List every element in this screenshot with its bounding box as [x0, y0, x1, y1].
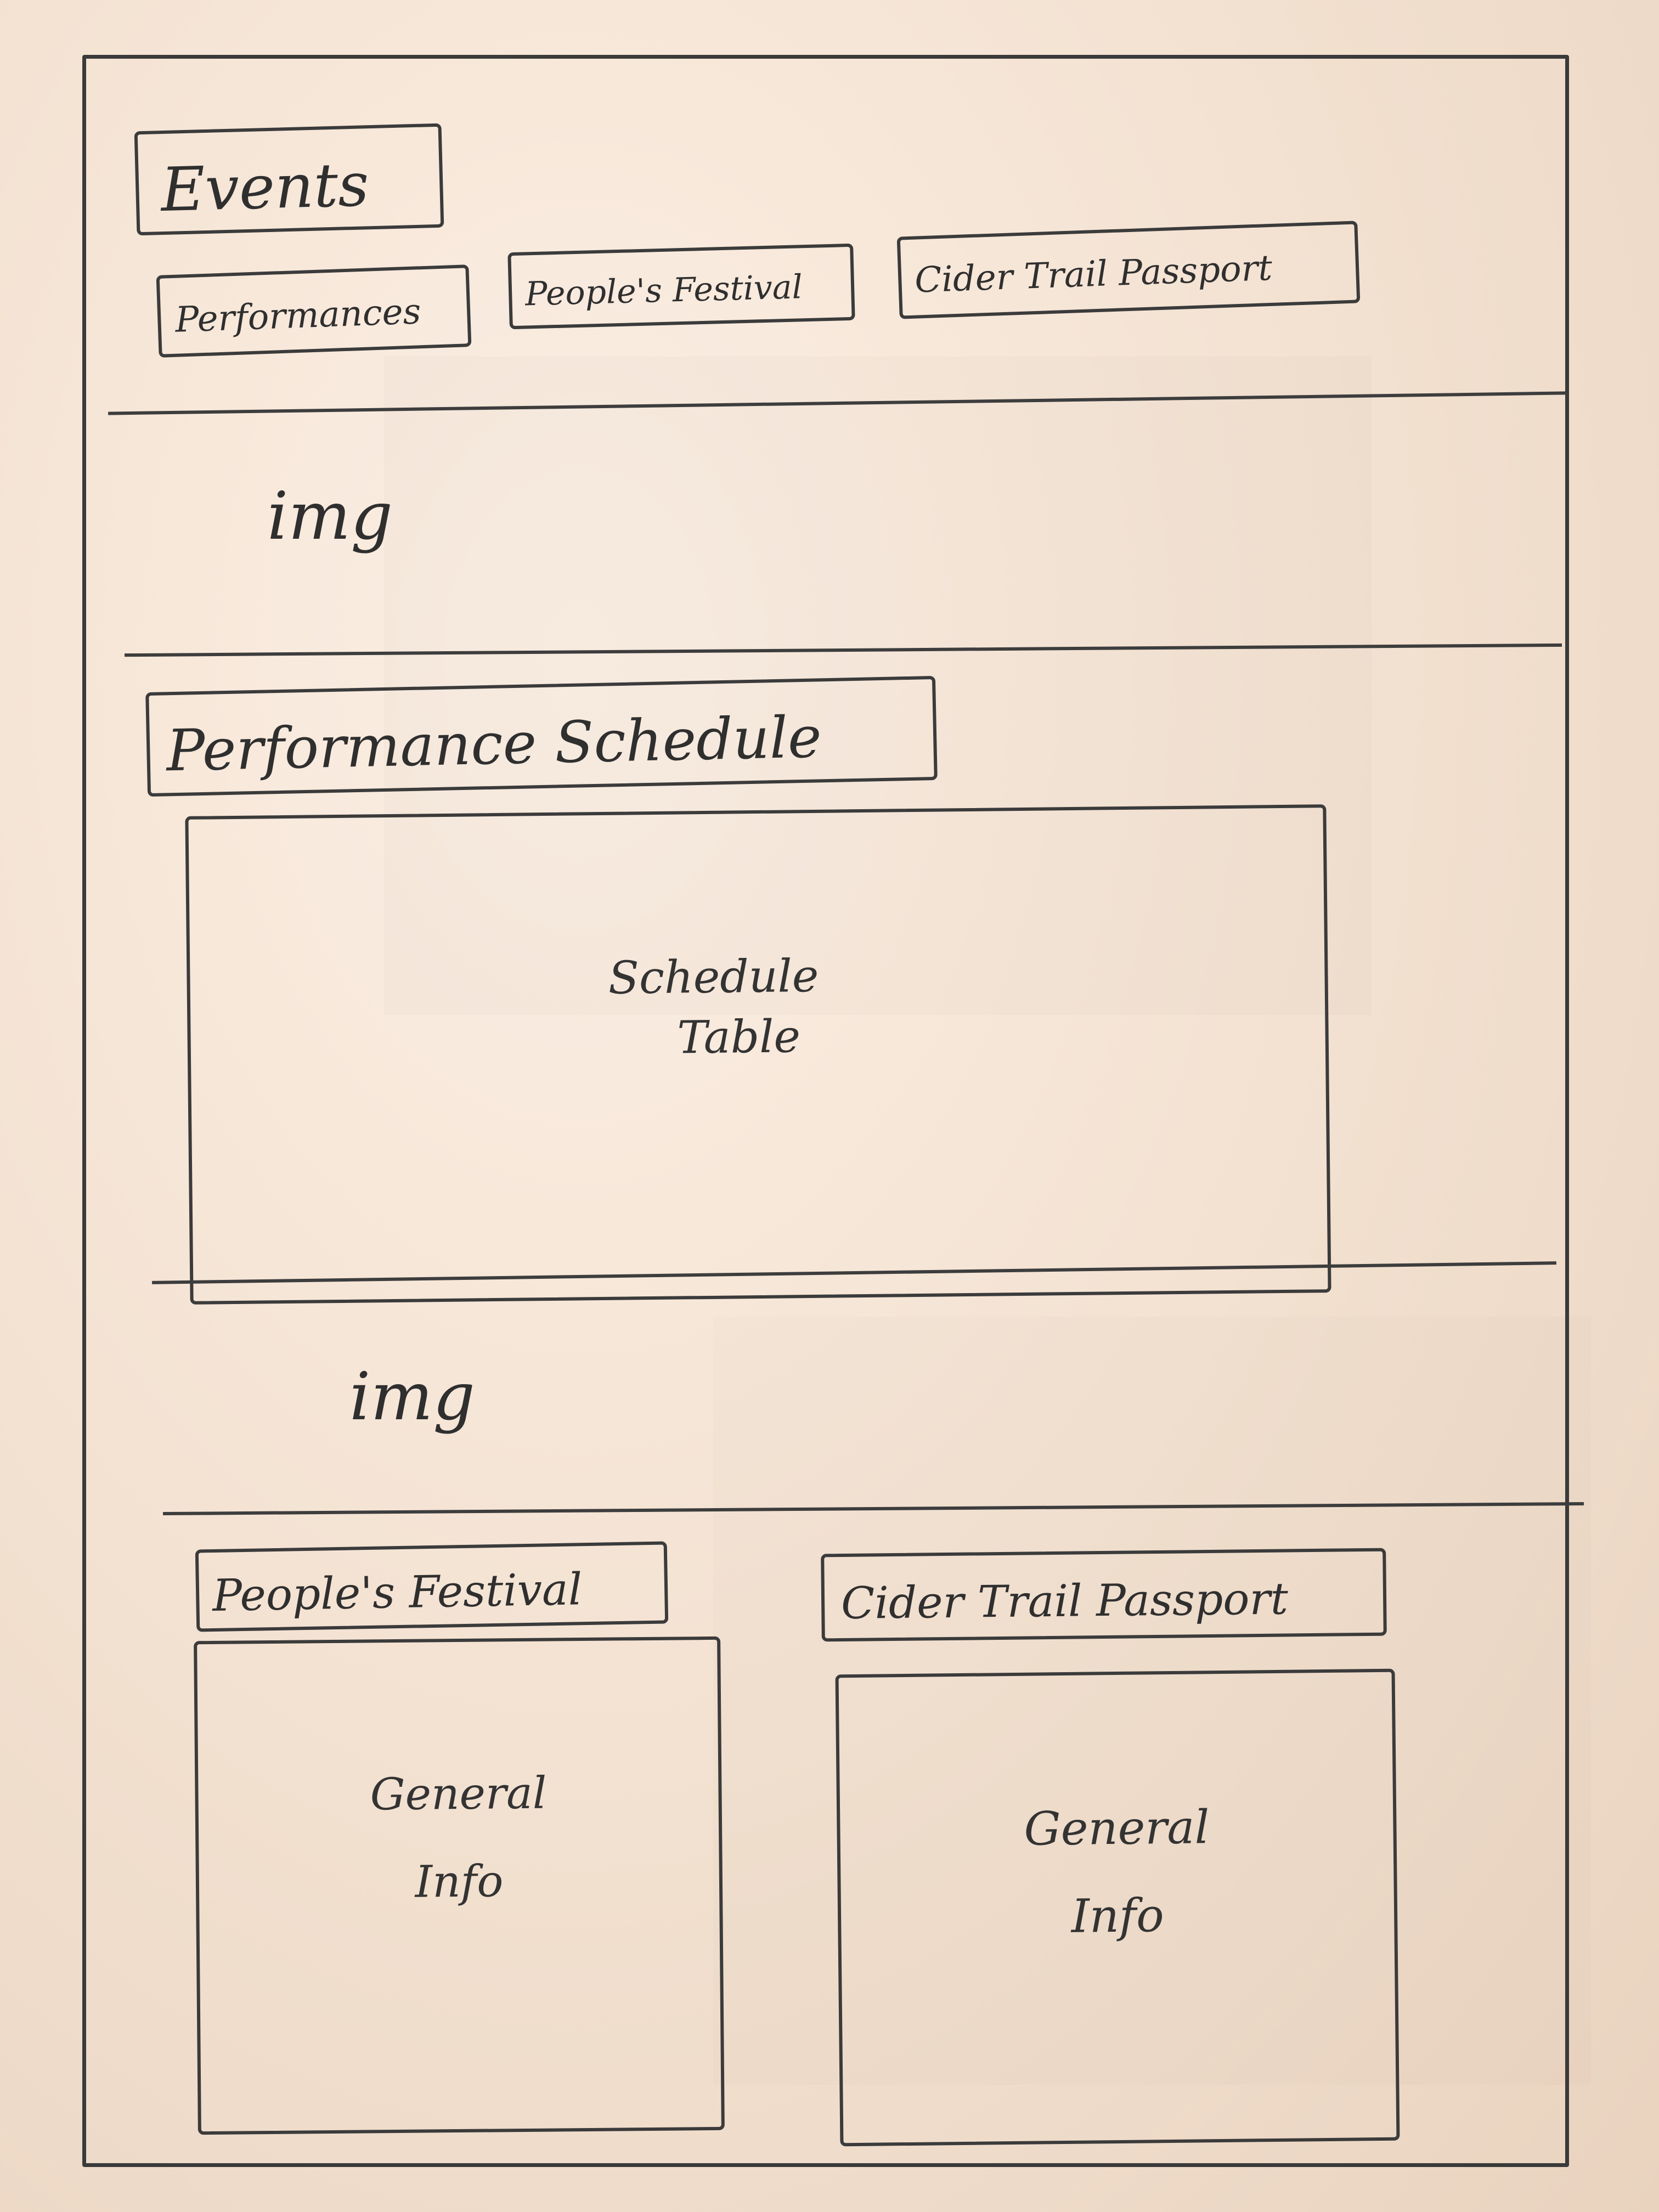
hero-divider [125, 643, 1562, 657]
mid-image-divider [163, 1502, 1584, 1516]
schedule-table-label-line1: Schedule [608, 950, 819, 1005]
hero-image-label: img [267, 478, 393, 555]
tab-performances[interactable]: Performances [156, 264, 472, 358]
page-title: Events [134, 123, 444, 236]
page-frame: Events Performances People's Festival Ci… [82, 55, 1584, 2167]
cider-trail-heading-text: Cider Trail Passport [840, 1573, 1289, 1629]
tab-performances-label: Performances [174, 291, 422, 341]
cider-trail-info-card: General Info [835, 1668, 1400, 2147]
peoples-festival-heading-text: People's Festival [212, 1564, 583, 1621]
hero-image-placeholder: img [108, 410, 1567, 640]
cider-trail-info-line2: Info [1071, 1888, 1165, 1943]
mid-image-placeholder: img [152, 1282, 1556, 1496]
page-title-text: Events [160, 149, 370, 225]
peoples-festival-heading: People's Festival [195, 1541, 669, 1632]
schedule-heading: Performance Schedule [145, 675, 938, 797]
peoples-festival-info-line2: Info [415, 1855, 504, 1908]
schedule-table-label-line2: Table [676, 1011, 801, 1064]
cider-trail-info-line1: General [1024, 1800, 1210, 1856]
cider-trail-heading: Cider Trail Passport [821, 1548, 1387, 1642]
peoples-festival-info-line1: General [370, 1767, 547, 1820]
tab-cider-trail-passport[interactable]: Cider Trail Passport [896, 221, 1361, 319]
schedule-table: Schedule Table [185, 804, 1331, 1305]
tab-peoples-festival-label: People's Festival [524, 268, 803, 314]
tab-cider-trail-passport-label: Cider Trail Passport [914, 247, 1273, 301]
peoples-festival-info-card: General Info [194, 1636, 725, 2135]
mid-image-label: img [349, 1359, 475, 1435]
schedule-heading-text: Performance Schedule [166, 703, 822, 785]
tab-peoples-festival[interactable]: People's Festival [507, 243, 855, 330]
